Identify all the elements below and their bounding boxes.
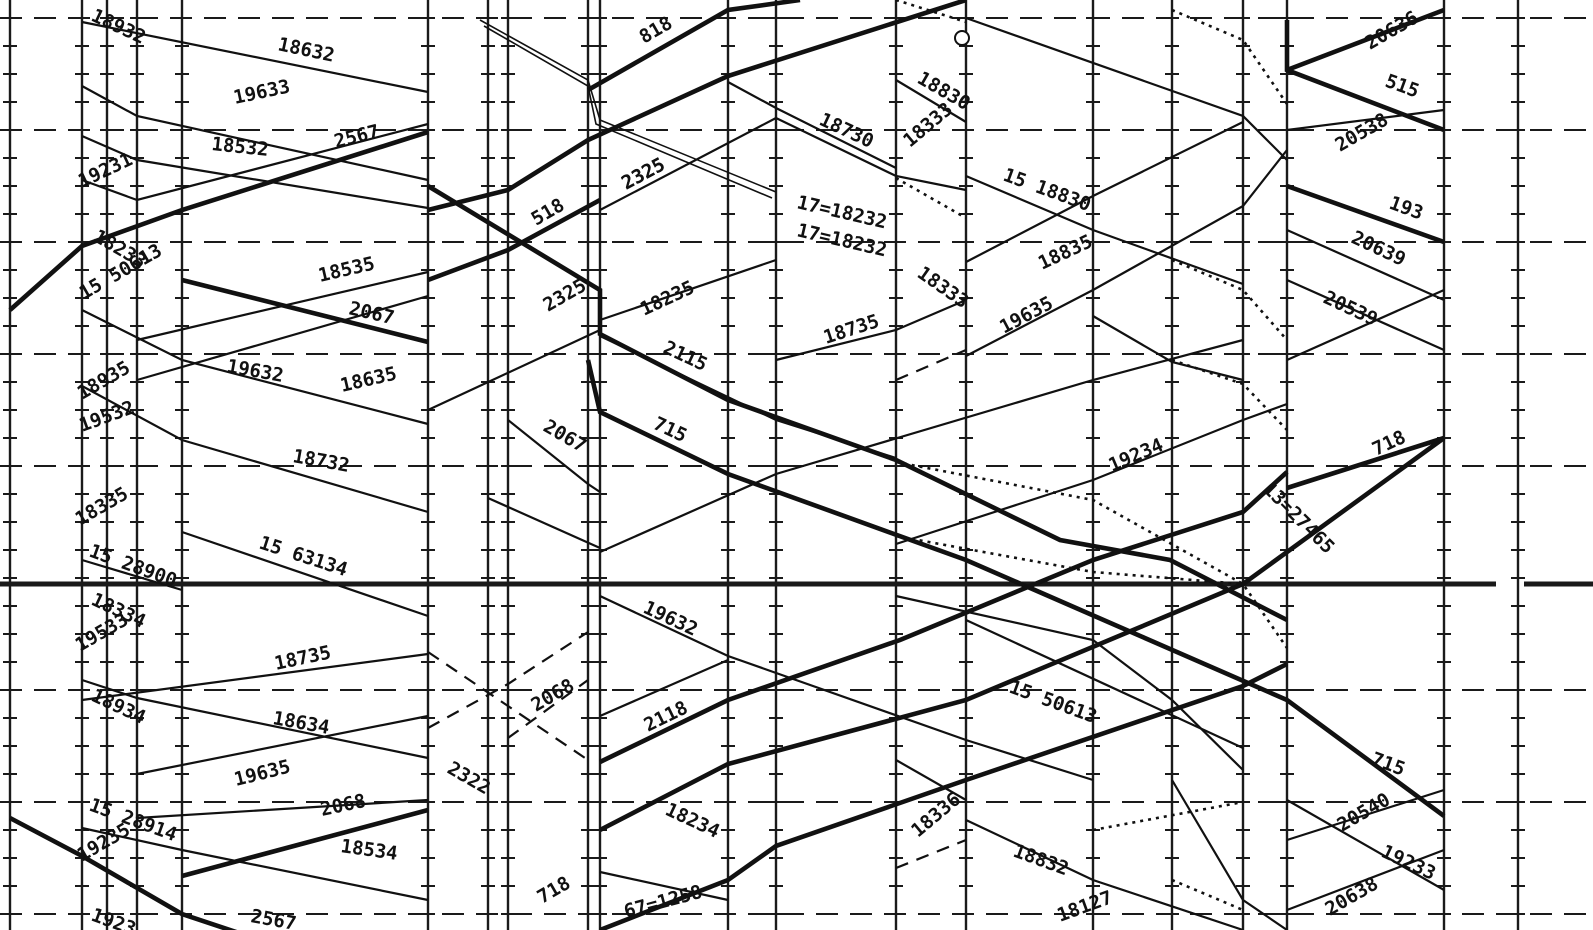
train-number-label: 20540 — [1334, 789, 1395, 837]
train-number-label: 718 — [1369, 426, 1409, 460]
train-path — [428, 330, 600, 410]
station-marker-circle — [955, 31, 969, 45]
train-number-label: 19233 — [1378, 841, 1439, 885]
train-number-label: 18932 — [88, 5, 149, 49]
train-number-label: 19635 — [232, 756, 293, 791]
train-number-label: 19635 — [996, 292, 1057, 338]
train-number-label: 19633 — [231, 75, 292, 108]
train-number-label: 18832 — [1010, 840, 1071, 880]
train-number-label: 20538 — [1332, 109, 1393, 157]
train-path — [1172, 880, 1243, 910]
train-number-label: 18235 — [637, 276, 698, 320]
train-number-label: 2325 — [540, 274, 591, 316]
train-number-label: 718 — [534, 872, 575, 908]
train-path — [600, 118, 776, 210]
train-number-label: 18635 — [338, 363, 399, 397]
train-number-label: 18732 — [291, 445, 351, 477]
train-number-label: 20636 — [1362, 7, 1423, 55]
train-path — [1172, 260, 1287, 340]
train-number-label: 2068 — [318, 790, 367, 821]
train-path — [10, 132, 428, 310]
train-number-label: 19533 — [72, 609, 133, 657]
train-number-label: 15 50613 — [1006, 676, 1100, 728]
train-number-label: 18534 — [339, 835, 399, 865]
train-number-label: 18835 — [1035, 230, 1096, 274]
train-number-label: 19632 — [225, 355, 285, 387]
train-number-label: 18730 — [816, 109, 877, 153]
train-number-label: 18333 — [899, 98, 957, 152]
train-number-label: 2567 — [249, 905, 298, 930]
train-number-label: 18632 — [276, 33, 337, 66]
train-path — [1172, 10, 1287, 104]
train-number-label: 18634 — [271, 707, 331, 739]
train-path — [1287, 438, 1444, 488]
train-number-label: 515 — [1382, 70, 1422, 102]
train-number-label: 1923 — [88, 904, 139, 930]
train-path — [588, 360, 1444, 816]
train-number-label: 18532 — [210, 133, 269, 161]
train-path — [1172, 360, 1287, 430]
train-path — [896, 840, 966, 868]
train-number-label: 2068 — [528, 674, 579, 716]
train-number-label: 18735 — [821, 310, 882, 349]
train-number-label: 20639 — [1348, 227, 1409, 271]
train-path — [600, 472, 1287, 762]
train-number-label: 18335 — [72, 483, 133, 531]
train-path — [588, 0, 800, 90]
train-number-label: 18127 — [1054, 886, 1115, 926]
train-path — [728, 82, 896, 168]
train-path — [1093, 802, 1243, 830]
train-path — [82, 828, 428, 900]
train-number-label: 18234 — [662, 799, 723, 843]
train-path — [82, 654, 428, 700]
train-number-label: 193 — [1386, 192, 1426, 224]
train-number-label: 518 — [528, 194, 569, 230]
train-number-label: 2322 — [444, 757, 495, 799]
train-number-label: 18535 — [316, 253, 377, 287]
train-number-label: 67=1258 — [622, 881, 705, 923]
train-number-label: 20539 — [1320, 287, 1381, 331]
train-number-label: 19632 — [640, 597, 701, 641]
train-number-label: 15 18830 — [1000, 164, 1094, 216]
train-number-label: 19234 — [1105, 434, 1166, 477]
train-number-label: 715 — [650, 413, 690, 447]
train-number-label: 715 — [1368, 748, 1408, 780]
